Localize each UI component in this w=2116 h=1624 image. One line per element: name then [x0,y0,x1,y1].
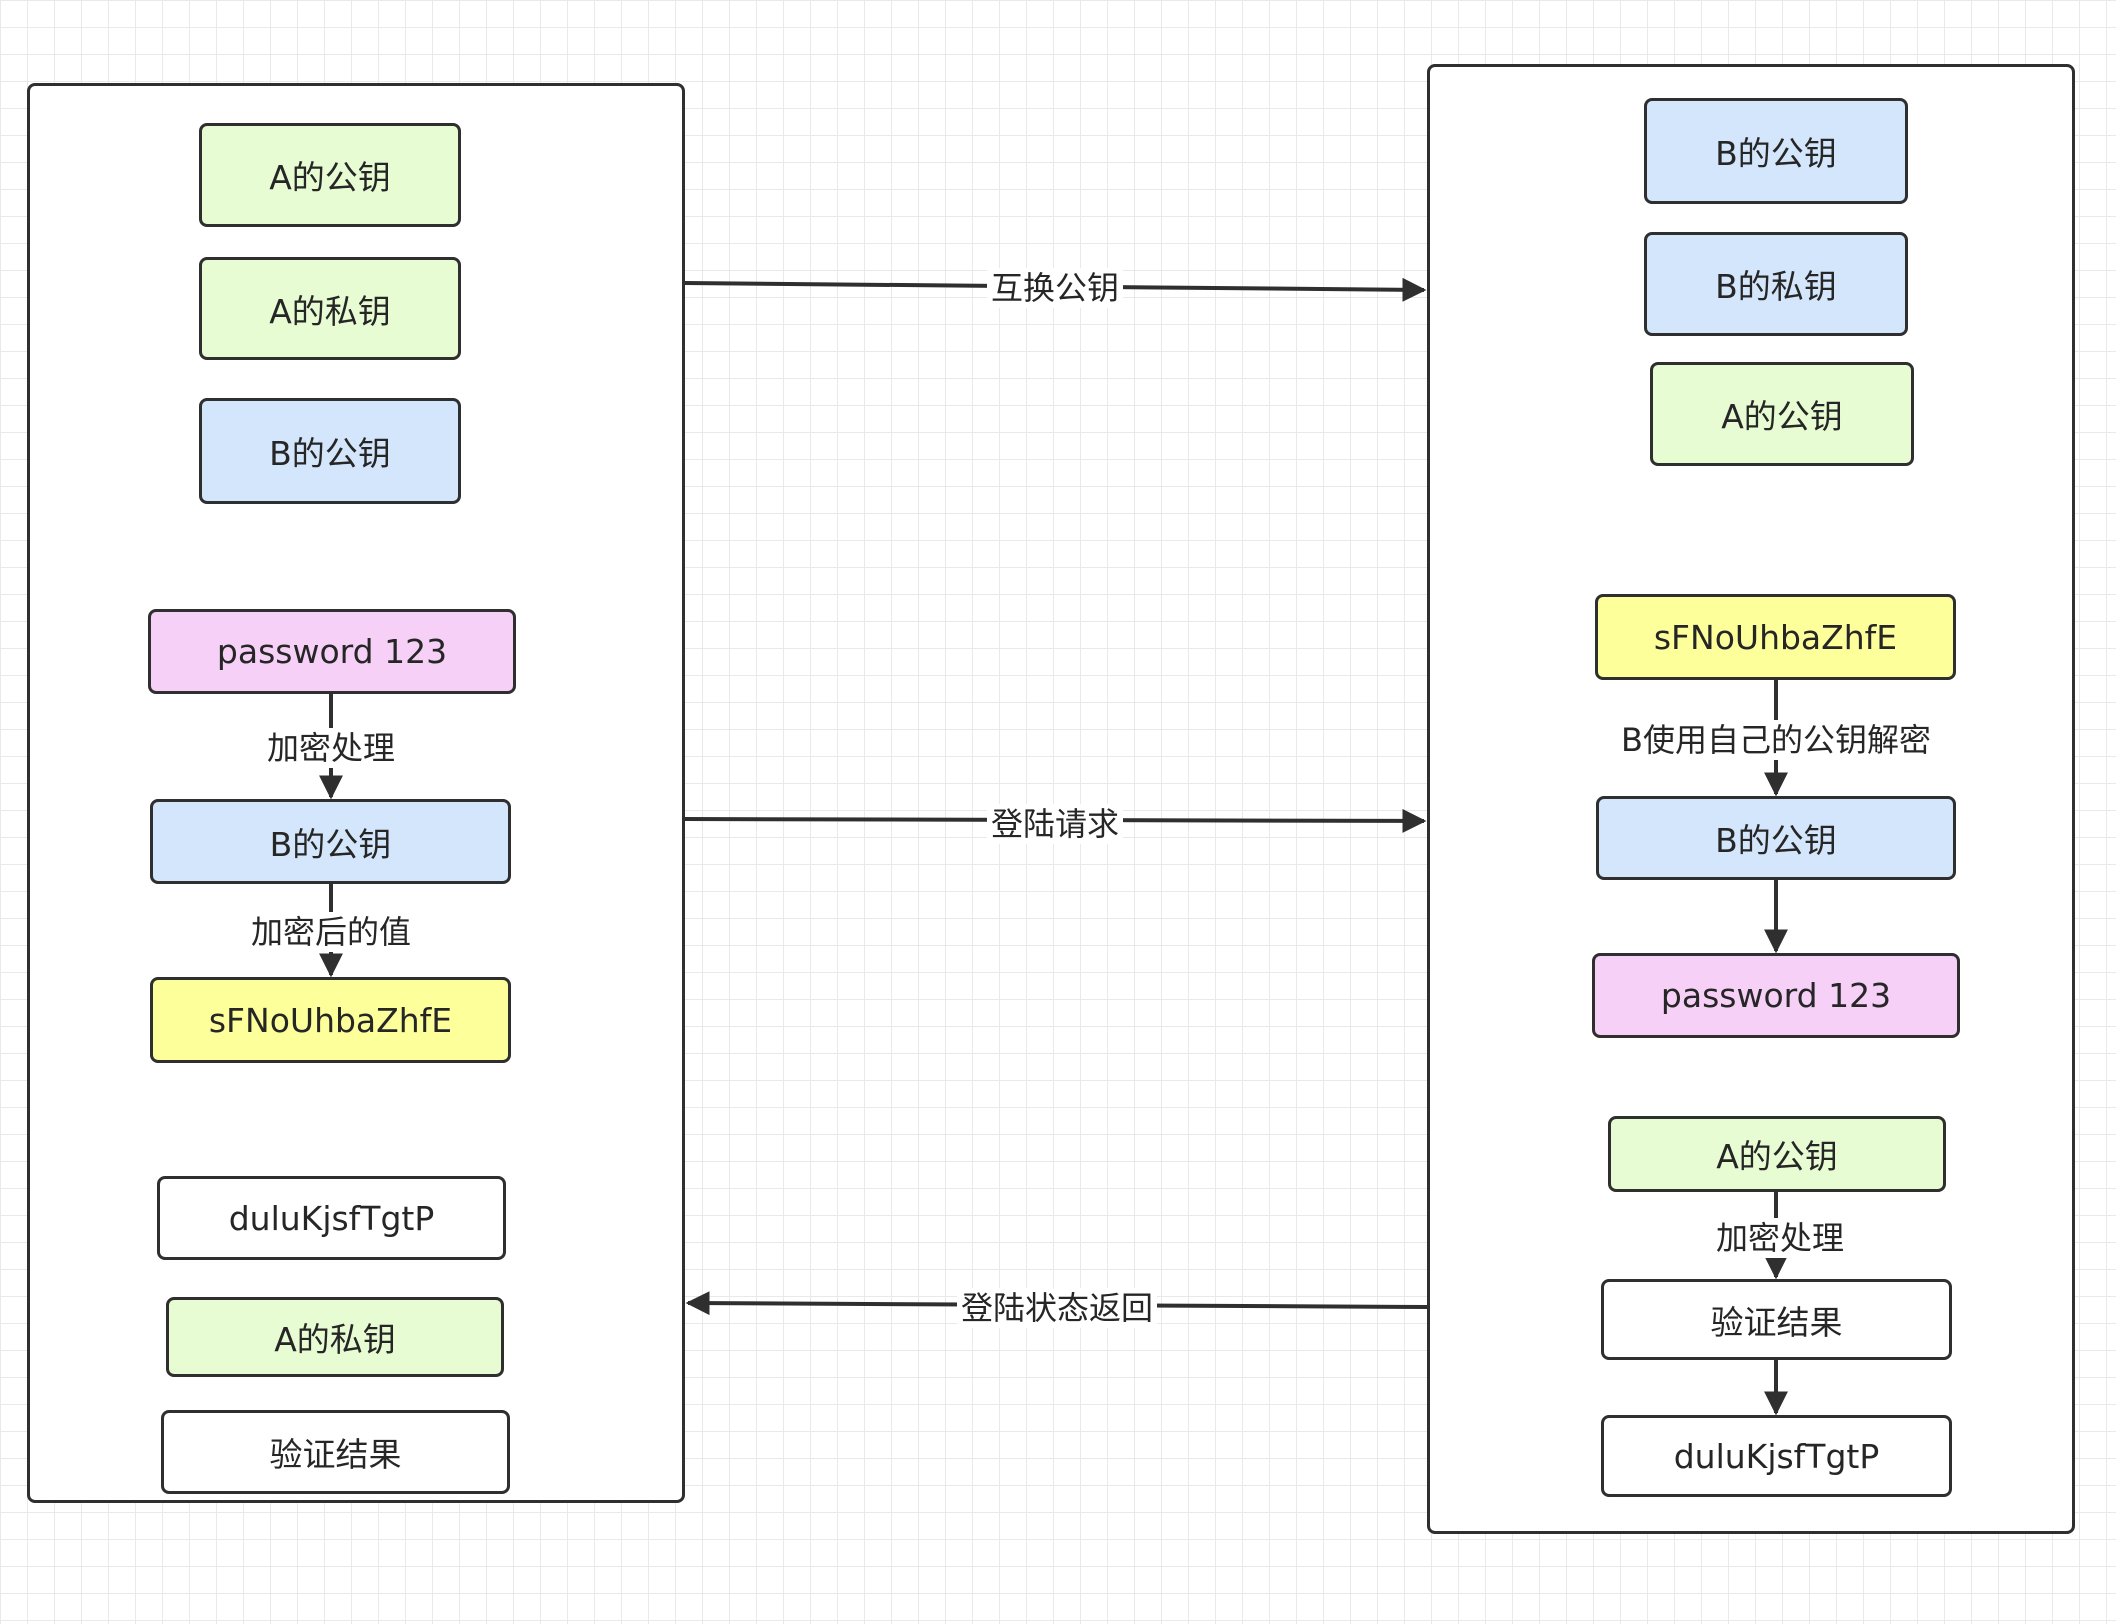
b-key-decrypt-box[interactable]: B的公钥 [1596,796,1956,880]
a-public-key-box-right[interactable]: A的公钥 [1650,362,1914,466]
login-request-label: 登陆请求 [986,804,1124,844]
received-ciphertext-box[interactable]: sFNoUhbaZhfE [1595,594,1956,680]
decrypt-process-label: B使用自己的公钥解密 [1617,720,1935,760]
encrypt-process-label: 加密处理 [262,728,400,768]
b-public-key-box-right[interactable]: B的公钥 [1644,98,1908,204]
verify-result-box-right[interactable]: 验证结果 [1601,1279,1952,1360]
b-public-key-encrypt-box[interactable]: B的公钥 [150,799,511,884]
b-private-key-box[interactable]: B的私钥 [1644,232,1908,336]
encrypted-value-label: 加密后的值 [246,912,416,952]
plaintext-password-box[interactable]: password 123 [148,609,516,694]
signature-box[interactable]: duluKjsfTgtP [157,1176,506,1260]
login-status-label: 登陆状态返回 [956,1288,1158,1328]
exchange-keys-label: 互换公钥 [986,268,1124,308]
a-public-key-sign-box[interactable]: A的公钥 [1608,1116,1946,1192]
a-private-key-verify-box[interactable]: A的私钥 [166,1297,504,1377]
ciphertext-box[interactable]: sFNoUhbaZhfE [150,977,511,1063]
sign-process-label: 加密处理 [1711,1218,1849,1258]
signature-output-box[interactable]: duluKjsfTgtP [1601,1415,1952,1497]
b-public-key-box[interactable]: B的公钥 [199,398,461,504]
decrypted-password-box[interactable]: password 123 [1592,953,1960,1038]
verify-result-box[interactable]: 验证结果 [161,1410,510,1494]
a-private-key-box[interactable]: A的私钥 [199,257,461,360]
a-public-key-box[interactable]: A的公钥 [199,123,461,227]
